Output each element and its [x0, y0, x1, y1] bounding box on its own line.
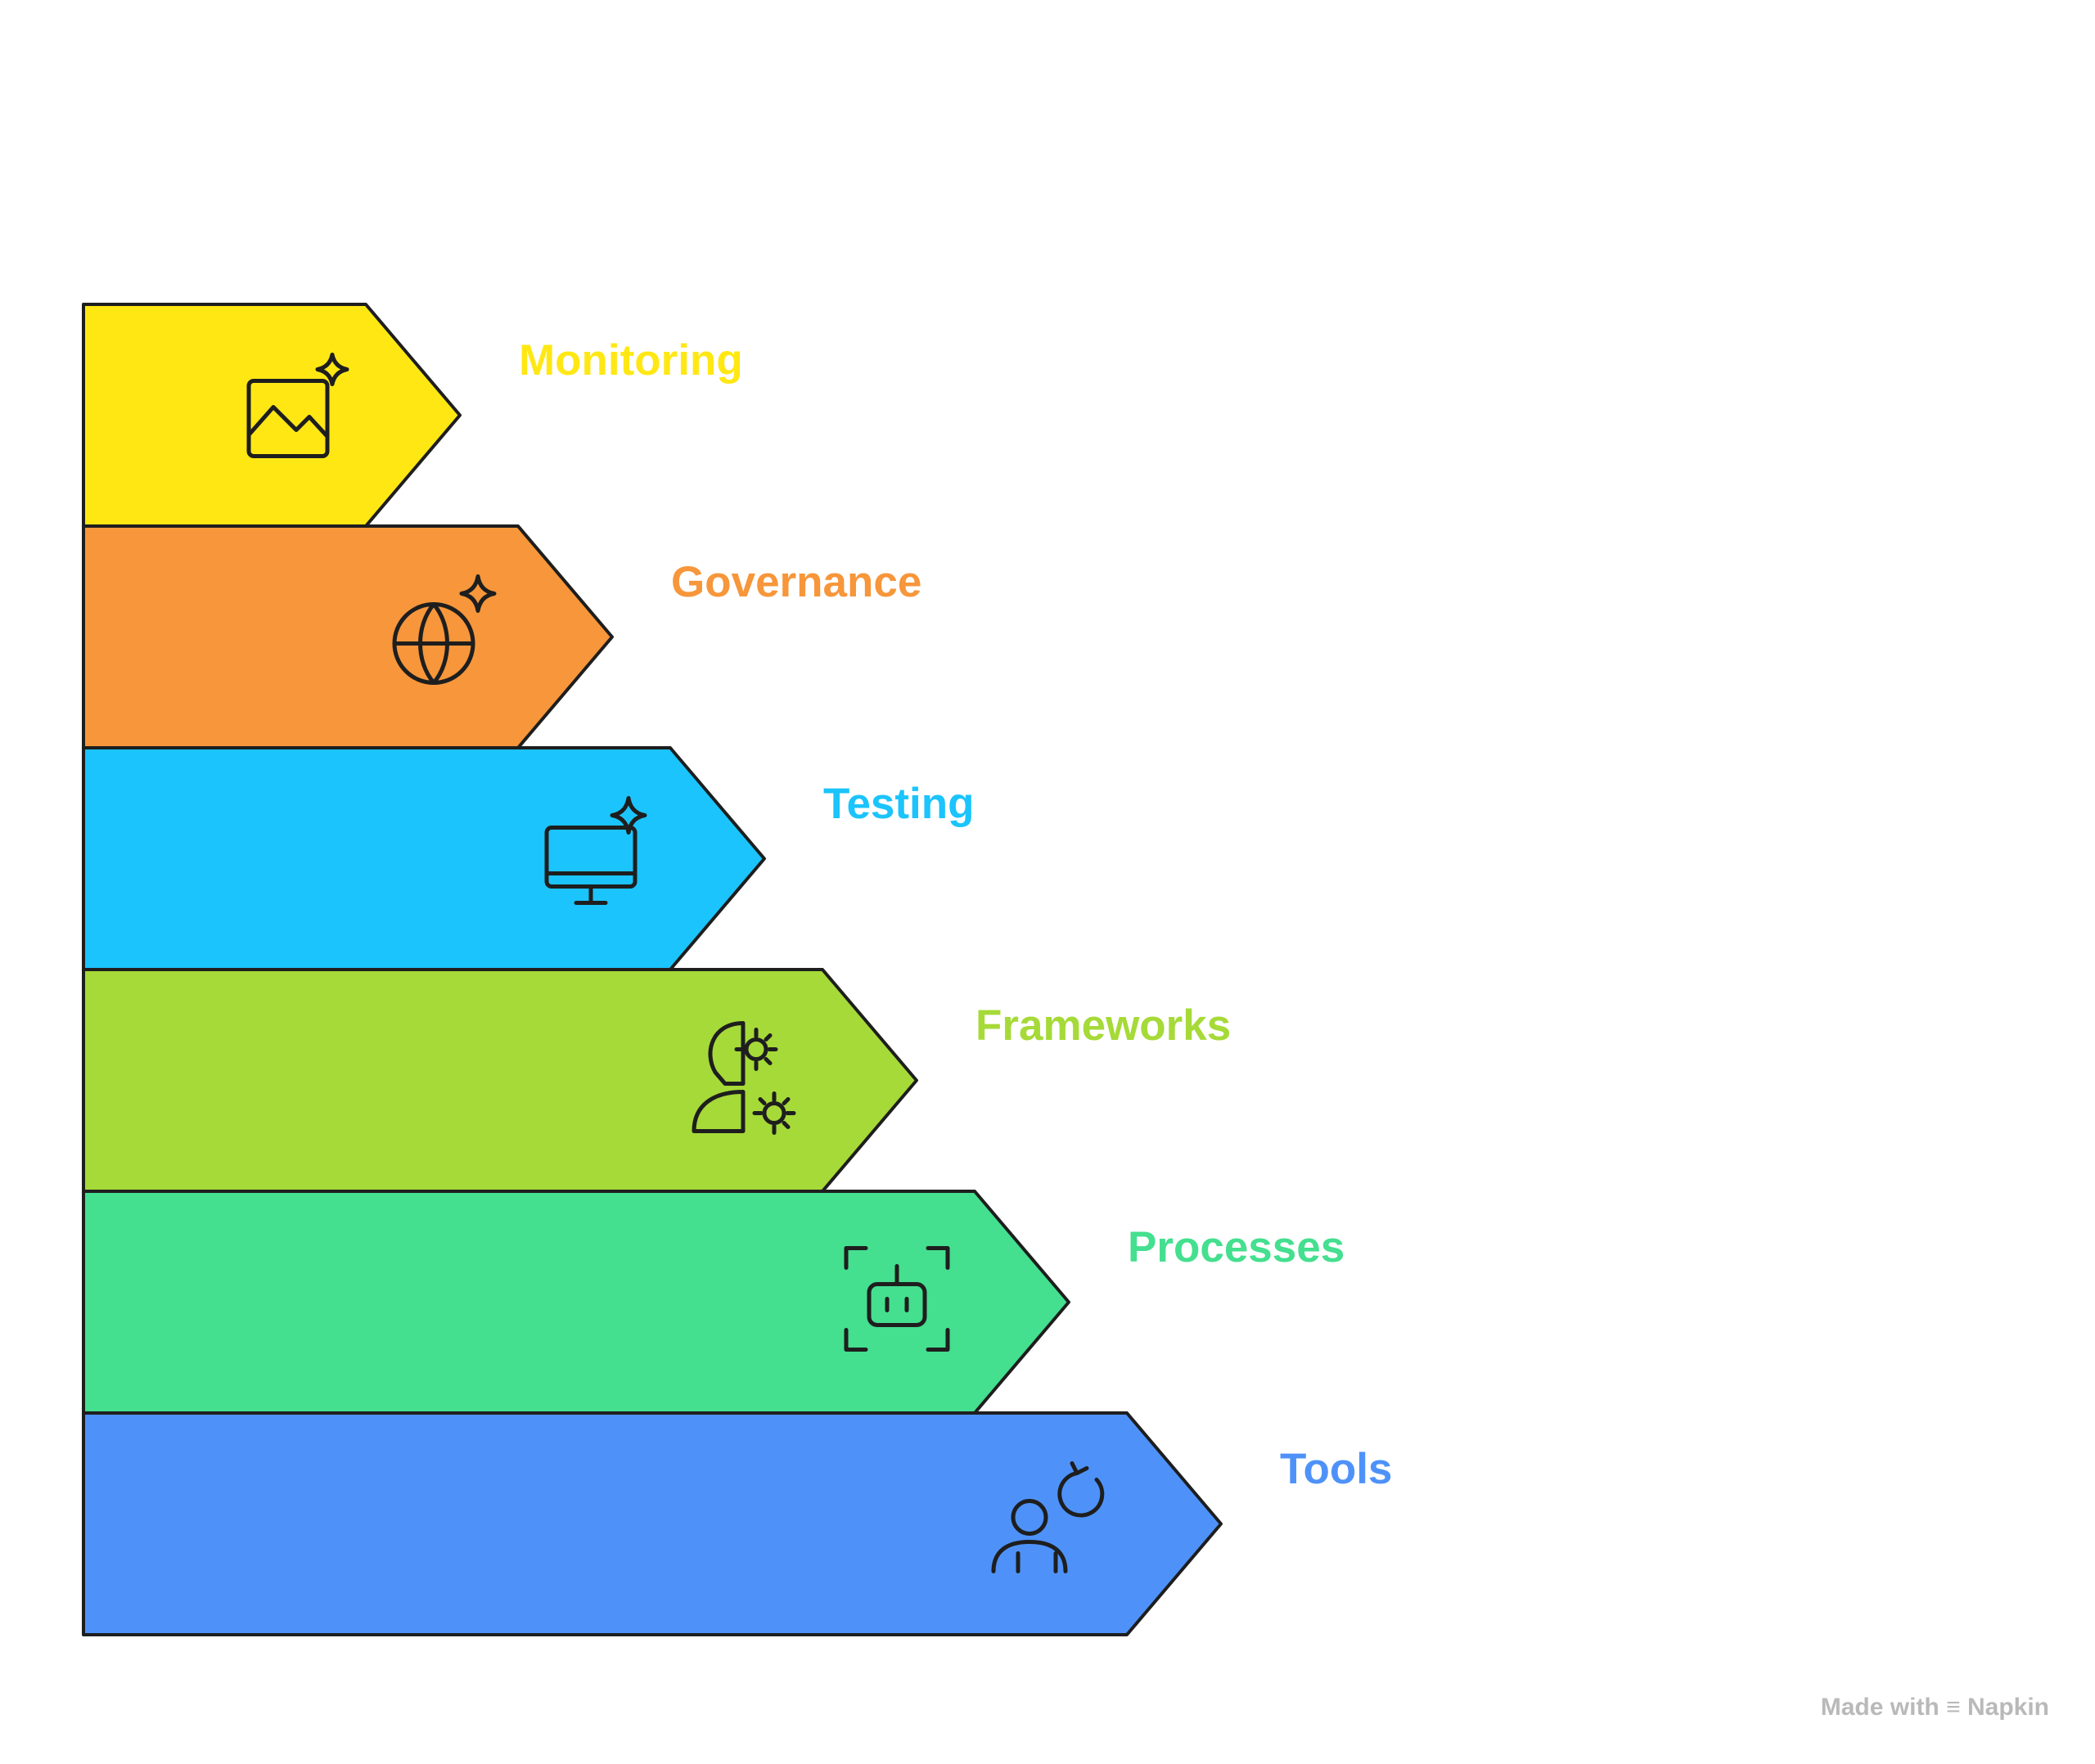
layer-arrow-testing — [82, 746, 766, 971]
robot-frame-icon — [844, 1246, 950, 1352]
layer-description-tools: Software and hardware for AI management — [1280, 1537, 1873, 1571]
layer-arrow-frameworks — [82, 968, 918, 1193]
layer-icons — [246, 353, 1105, 1573]
layer-arrow-processes — [82, 1190, 1070, 1415]
napkin-watermark: Made with ≡ Napkin — [1821, 1694, 2049, 1721]
watermark-brand: Napkin — [1967, 1694, 2049, 1721]
layer-title-monitoring: Monitoring — [519, 336, 743, 385]
watermark-prefix: Made with — [1820, 1694, 1940, 1721]
image-sparkle-icon — [246, 353, 349, 458]
monitor-sparkle-icon — [544, 796, 647, 905]
globe-sparkle-icon — [392, 574, 497, 685]
arrow-layers — [82, 303, 1223, 1636]
layer-title-governance: Governance — [671, 558, 921, 606]
layer-description-governance: Policies for AI system oversight — [671, 650, 1102, 684]
layer-title-frameworks: Frameworks — [975, 1001, 1231, 1050]
layer-title-processes: Processes — [1128, 1223, 1345, 1271]
layer-arrow-governance — [82, 524, 614, 749]
layer-description-testing: Evaluating AI system performance — [823, 871, 1295, 906]
head-gears-icon — [692, 1021, 796, 1135]
layer-arrow-monitoring — [82, 303, 462, 528]
diagram-title: AgentOps Framework — [765, 115, 1331, 178]
layer-title-testing: Testing — [823, 780, 975, 828]
layer-description-monitoring: Tracking AI system behavior — [519, 428, 908, 462]
layer-arrow-tools — [82, 1411, 1223, 1636]
layer-description-processes: Structured methods for AI operations — [1128, 1315, 1634, 1349]
person-refresh-icon — [991, 1461, 1105, 1573]
layer-title-tools: Tools — [1280, 1445, 1392, 1493]
napkin-logo-icon: ≡ — [1946, 1694, 1961, 1721]
layer-description-frameworks: Guidelines for AI system development — [975, 1093, 1498, 1127]
